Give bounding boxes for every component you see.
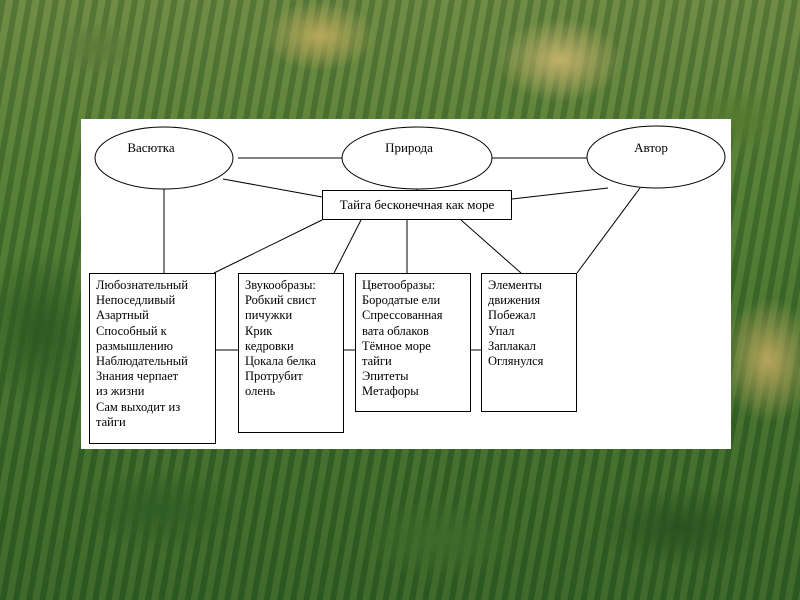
box-line: Крик [245,323,273,338]
label-priroda: Природа [385,140,433,155]
box-line: вата облаков [362,323,429,338]
ellipse-vasyutka [94,126,234,190]
box-line: движения [488,293,541,308]
line-avtor-motion [576,187,641,274]
box-line: пичужки [245,308,293,323]
box-line: Бородатые ели [362,293,441,308]
box-line: Тёмное море [362,338,431,353]
box-line: Азартный [96,308,149,323]
box-line: Звукообразы: [245,278,316,292]
box-line: тайги [362,354,392,369]
box-line: Непоседливый [96,293,176,308]
box-line: Протрубит [245,369,303,384]
box-line: Эпитеты [362,369,409,384]
box-line: олень [245,384,276,399]
box-line: Побежал [488,308,536,323]
box-colors: Цветообразы: Бородатые ели Спрессованная… [355,273,471,412]
box-line: Знания черпает [96,369,179,384]
label-vasyutka: Васютка [127,140,175,155]
line-center-traits [213,219,323,274]
box-line: Цветообразы: [362,278,436,292]
box-line: Спрессованная [362,308,443,323]
box-line: Любознательный [96,278,189,292]
diagram-panel: Васютка Природа Автор Тайга бесконечная … [81,119,731,449]
center-box: Тайга бесконечная как море [322,190,512,220]
line-center-sounds [333,219,362,274]
box-motion: Элементы движения Побежал Упал Заплакал … [481,273,577,412]
box-line: тайги [96,414,126,429]
connector-lines [94,125,726,351]
ellipse-avtor [586,125,726,189]
box-line: Способный к [96,323,167,338]
box-line: размышлению [96,338,173,353]
ellipse-priroda [341,126,493,190]
box-sounds: Звукообразы: Робкий свист пичужки Крик к… [238,273,344,433]
box-line: Метафоры [362,384,419,399]
box-line: Упал [488,323,515,338]
box-line: из жизни [96,384,145,399]
box-line: Наблюдательный [96,354,188,369]
box-line: Элементы [488,278,542,292]
line-vasyutka-center [222,178,323,198]
line-center-motion [460,219,522,274]
box-line: Цокала белка [245,354,316,369]
box-traits: Любознательный Непоседливый Азартный Спо… [89,273,216,444]
box-line: Заплакал [488,338,536,353]
label-avtor: Автор [634,140,668,155]
box-line: Оглянулся [488,354,544,369]
box-line: Сам выходит из [96,399,181,414]
box-line: Робкий свист [245,293,316,308]
line-avtor-center [511,187,609,200]
box-line: кедровки [245,338,294,353]
